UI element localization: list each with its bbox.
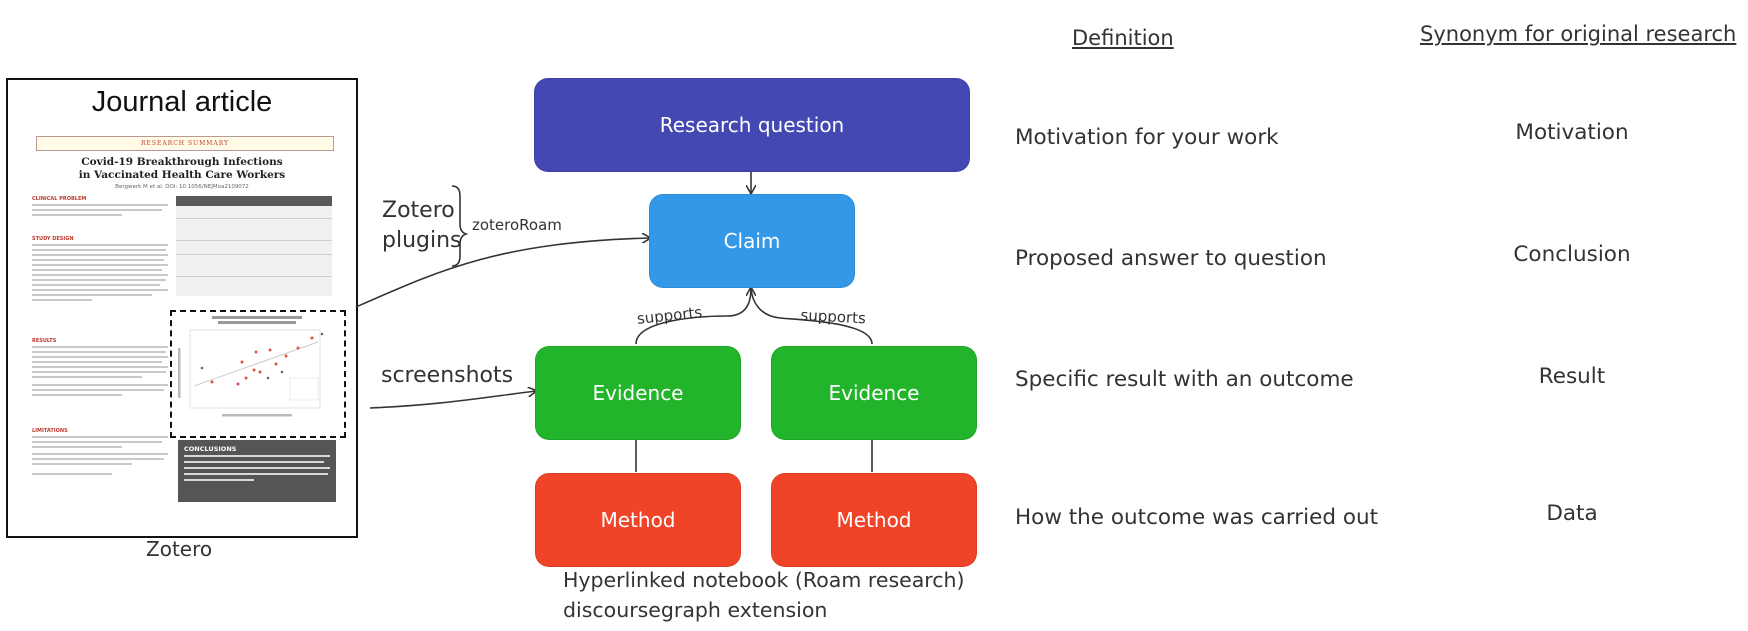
text-block [32,346,168,396]
text-block [32,436,168,475]
definition-header: Definition [1072,26,1174,50]
scatter-figure [178,316,324,417]
synonym-claim: Conclusion [1513,242,1631,267]
paper-title: Covid-19 Breakthrough Infections in Vacc… [28,156,336,182]
claim-node[interactable]: Claim [649,194,855,288]
screenshots-label: screenshots [381,363,514,388]
section-limitations: LIMITATIONS [32,428,68,434]
definition-method: How the outcome was carried out [1015,505,1379,530]
evidence-node-left[interactable]: Evidence [535,346,741,440]
synonym-research-question: Motivation [1515,120,1629,145]
notebook-caption-line-2: discoursegraph extension [563,598,828,622]
screenshot-to-evidence-arrow [369,391,536,409]
screenshot-selection [170,310,346,438]
zotero-caption: Zotero [146,537,213,561]
research-summary-banner: RESEARCH SUMMARY [36,136,334,151]
synonym-header: Synonym for original research [1420,22,1737,46]
notebook-caption-line-1: Hyperlinked notebook (Roam research) [563,568,965,592]
section-clinical-problem: CLINICAL PROBLEM [32,196,87,202]
section-results: RESULTS [32,338,57,344]
paper-byline: Bergwerk M et al. DOI: 10.1056/NEJMoa210… [115,184,249,190]
evidence-node-right[interactable]: Evidence [771,346,977,440]
definition-evidence: Specific result with an outcome [1015,367,1354,392]
definition-research-question: Motivation for your work [1015,125,1279,150]
method-node-right[interactable]: Method [771,473,977,567]
zotero-roam-label: zoteroRoam [472,216,562,234]
definition-claim: Proposed answer to question [1015,246,1327,271]
method-node-left[interactable]: Method [535,473,741,567]
table-header [176,196,332,206]
supports-right-arrow [750,287,873,345]
synonym-evidence: Result [1538,364,1606,389]
text-block [32,244,168,301]
paper-title-line-2: in Vaccinated Health Care Workers [78,169,286,181]
supports-left-arrow [635,288,751,345]
results-table [176,196,332,296]
conclusions-heading: CONCLUSIONS [184,445,237,453]
synonym-method: Data [1546,501,1598,526]
plugins-brace [451,185,469,267]
zotero-plugins-label: Zotero plugins [382,198,462,253]
text-block [32,204,168,216]
journal-article-title: Journal article [91,86,273,118]
supports-right-label: supports [800,306,867,328]
zotero-to-claim-arrow [355,238,650,308]
conclusions-box: CONCLUSIONS [178,440,336,502]
research-question-node[interactable]: Research question [534,78,970,172]
journal-article: Journal article RESEARCH SUMMARY Covid-1… [6,78,358,538]
paper-title-line-1: Covid-19 Breakthrough Infections [81,156,283,168]
section-study-design: STUDY DESIGN [32,236,74,242]
